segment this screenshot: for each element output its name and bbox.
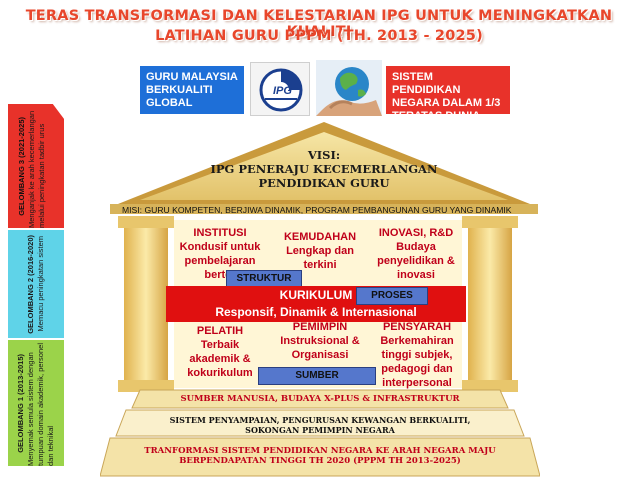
diagram-title-line2: LATIHAN GURU PPPM (TH. 2013 - 2025) xyxy=(155,28,483,44)
proses-tag: PROSES xyxy=(356,287,428,305)
globe-image xyxy=(316,60,382,116)
gelombang3-label: GELOMBANG 3 (2021-2025) xyxy=(17,116,26,216)
ipg-logo: IPG xyxy=(250,62,310,116)
sumber-tag: SUMBER xyxy=(258,367,376,385)
pillar-pelatih: PELATIH Terbaik akademik & kokurikulum xyxy=(187,325,253,379)
pillar-pemimpin: PEMIMPIN Instruksional & Organisasi xyxy=(280,321,360,361)
temple-roof xyxy=(110,122,538,214)
gelombang3-desc: Menganjak ke arah kecemerlangan melalui … xyxy=(27,110,46,228)
gelombang1-desc: Menyemak semula sistem dengan tumpuan do… xyxy=(26,343,55,466)
visi-block: VISI: IPG PENERAJU KECEMERLANGAN PENDIDI… xyxy=(190,148,458,190)
pillar-pensyarah: PENSYARAH Berkemahiran tinggi subjek, pe… xyxy=(380,321,454,389)
visi-line1: IPG PENERAJU KECEMERLANGAN xyxy=(210,162,438,176)
gelombang2-desc: Memacu peningkatan sistem xyxy=(36,236,45,332)
pillar-inovasi: INOVASI, R&D Budaya penyelidikan & inova… xyxy=(377,227,455,281)
pillar-institusi: INSTITUSI Kondusif untuk pembelajaran be… xyxy=(179,227,261,281)
gelombang1-panel: GELOMBANG 1 (2013-2015) Menyemak semula … xyxy=(8,340,64,466)
kurikulum-title: KURIKULUM xyxy=(279,288,353,302)
gelombang1-label: GELOMBANG 1 (2013-2015) xyxy=(16,353,25,453)
step-sistem-penyampaian: SISTEM PENYAMPAIAN, PENGURUSAN KEWANGAN … xyxy=(120,415,520,435)
temple-steps xyxy=(100,389,540,477)
visi-label: VISI: xyxy=(307,148,341,162)
goal-box-sistem: SISTEM PENDIDIKAN NEGARA DALAM 1/3 TERAT… xyxy=(386,66,510,122)
diagram-title-line1: TERAS TRANSFORMASI DAN KELESTARIAN IPG U… xyxy=(25,8,613,40)
goal-box-guru: GURU MALAYSIA BERKUALITI GLOBAL xyxy=(140,66,244,114)
pillar-kemudahan: KEMUDAHAN Lengkap dan terkini xyxy=(283,231,357,271)
step-sumber-manusia: SUMBER MANUSIA, BUDAYA X-PLUS & INFRASTR… xyxy=(180,394,460,404)
gelombang2-panel: GELOMBANG 2 (2016-2020) Memacu peningkat… xyxy=(8,230,64,338)
step2-line1: SISTEM PENYAMPAIAN, PENGURUSAN KEWANGAN … xyxy=(169,415,471,425)
step-transformasi: TRANFORMASI SISTEM PENDIDIKAN NEGARA KE … xyxy=(110,446,530,466)
step3-line1: TRANFORMASI SISTEM PENDIDIKAN NEGARA KE … xyxy=(144,446,496,456)
misi-text: MISI: GURU KOMPETEN, BERJIWA DINAMIK, PR… xyxy=(122,205,512,215)
step3-line2: BERPENDAPATAN TINGGI TH 2020 (PPPM TH 20… xyxy=(179,456,461,466)
kurikulum-subtitle: Responsif, Dinamik & Internasional xyxy=(215,305,417,319)
ipg-logo-icon: IPG xyxy=(259,68,303,112)
step2-line2: SOKONGAN PEMIMPIN NEGARA xyxy=(245,425,395,435)
visi-line2: PENDIDIKAN GURU xyxy=(258,176,390,190)
globe-icon xyxy=(316,60,382,116)
gelombang2-label: GELOMBANG 2 (2016-2020) xyxy=(26,234,35,334)
logo-text: IPG xyxy=(273,85,292,97)
gelombang3-panel: GELOMBANG 3 (2021-2025) Menganjak ke ara… xyxy=(8,104,64,228)
